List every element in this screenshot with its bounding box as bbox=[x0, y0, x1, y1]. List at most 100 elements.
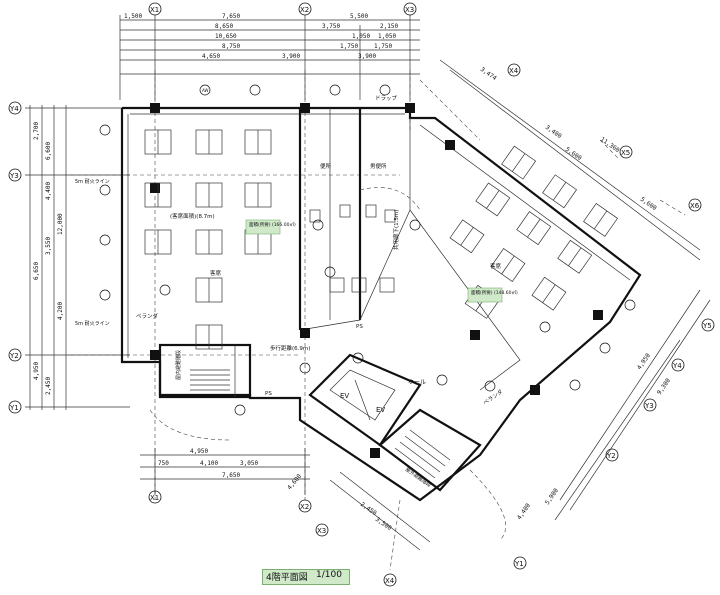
dim-bottom-3: 750 bbox=[158, 460, 169, 467]
axis-bubble-top-x3: X3 bbox=[403, 2, 417, 16]
dim-top-10: 8,750 bbox=[222, 43, 240, 50]
axis-bubble-right-y3: Y3 bbox=[643, 398, 657, 412]
label-right-seat: 客席 bbox=[490, 262, 502, 270]
svg-text:X1: X1 bbox=[150, 6, 159, 14]
svg-text:X4: X4 bbox=[385, 577, 395, 585]
stair-treads-left bbox=[190, 369, 230, 391]
structural-columns bbox=[150, 103, 603, 458]
dim-bottom-7: 2,450 bbox=[359, 501, 378, 517]
fire-markers bbox=[99, 84, 636, 416]
label-hall: ホール bbox=[408, 379, 426, 386]
dim-left-7: 4,200 bbox=[57, 302, 64, 320]
label-veranda-left: ベランダ bbox=[136, 312, 159, 320]
axis-bubble-right-y4: Y4 bbox=[671, 358, 685, 372]
right-dimension-lines bbox=[419, 59, 711, 521]
toilet-fixtures bbox=[309, 204, 396, 293]
dim-bottom-4: 4,100 bbox=[200, 460, 218, 467]
dim-top-2: 7,650 bbox=[222, 13, 240, 20]
axis-bubble-right-x4: X4 bbox=[507, 63, 521, 77]
dim-top-14: 3,900 bbox=[282, 53, 300, 60]
svg-text:X4: X4 bbox=[509, 67, 519, 75]
dim-right-2: 11,360 bbox=[599, 136, 621, 154]
label-ps2: PS bbox=[265, 391, 272, 397]
building-walls bbox=[120, 106, 642, 541]
label-walk-distance: 歩行距離(6.9m) bbox=[270, 344, 310, 352]
svg-text:Y2: Y2 bbox=[606, 452, 616, 460]
dim-top-5: 3,750 bbox=[322, 23, 340, 30]
label-corridor: 共用廊下(1.5m) bbox=[392, 210, 400, 250]
dim-left-2: 6,600 bbox=[45, 142, 52, 160]
dim-bottom-9: 4,400 bbox=[516, 502, 532, 521]
dim-bottom-10: 5,900 bbox=[544, 487, 560, 506]
svg-text:X1: X1 bbox=[150, 494, 159, 502]
label-wc1: 便所 bbox=[320, 162, 332, 170]
label-ev1: EV bbox=[340, 392, 349, 400]
dim-top-15: 3,900 bbox=[358, 53, 376, 60]
dim-top-3: 5,500 bbox=[350, 13, 368, 20]
svg-text:Y4: Y4 bbox=[672, 362, 682, 370]
svg-text:Y5: Y5 bbox=[702, 322, 712, 330]
label-dropline: ドラップ bbox=[375, 95, 398, 102]
dim-bottom-6: 4,600 bbox=[286, 473, 303, 492]
dim-right-4: 5,600 bbox=[564, 146, 583, 162]
dim-top-1: 1,500 bbox=[124, 13, 142, 20]
dim-bottom-1: 4,950 bbox=[190, 448, 208, 455]
dim-left-3: 4,400 bbox=[45, 182, 52, 200]
dim-top-9: 1,050 bbox=[378, 33, 396, 40]
axis-bubble-right-y1: Y1 bbox=[513, 556, 527, 570]
axis-bubble-right-y5: Y5 bbox=[701, 318, 715, 332]
drawing-title: 4階平面図 bbox=[266, 573, 308, 583]
dim-top-11: 1,750 bbox=[340, 43, 358, 50]
svg-text:X2: X2 bbox=[300, 6, 309, 14]
svg-text:X3: X3 bbox=[317, 527, 326, 535]
dim-top-8: 1,050 bbox=[352, 33, 370, 40]
dim-top-13: 4,650 bbox=[202, 53, 220, 60]
dim-top-7: 10,650 bbox=[215, 33, 237, 40]
svg-text:Y4: Y4 bbox=[9, 105, 19, 113]
svg-text:Y2: Y2 bbox=[9, 352, 19, 360]
dim-right-6: 4,950 bbox=[636, 352, 652, 371]
stair-treads-right bbox=[394, 429, 451, 479]
svg-text:Y3: Y3 bbox=[644, 402, 654, 410]
svg-text:Y1: Y1 bbox=[9, 404, 19, 412]
axis-bubble-bottom-x2: X2 bbox=[298, 499, 312, 513]
bottom-dimension-lines bbox=[140, 448, 431, 571]
dim-top-4: 8,650 bbox=[215, 23, 233, 30]
area-badge-left: 面積(所要) (166.00㎡) bbox=[245, 219, 296, 235]
dim-right-5: 5,600 bbox=[639, 196, 658, 212]
dim-top-6: 2,150 bbox=[380, 23, 398, 30]
label-left-hall: (客席面積)(8.7m) bbox=[170, 212, 215, 220]
axis-bubble-left-y3: Y3 bbox=[8, 168, 22, 182]
dim-left-8: 4,950 bbox=[33, 362, 40, 380]
area-badge-right: 面積(所要) (148.60㎡) bbox=[467, 287, 518, 303]
svg-text:X2: X2 bbox=[300, 503, 309, 511]
top-dimension-lines bbox=[119, 15, 420, 500]
drawing-scale: 1/100 bbox=[316, 570, 342, 580]
axis-bubble-bottom-x4: X4 bbox=[383, 573, 397, 587]
dim-right-7: 9,300 bbox=[656, 377, 672, 396]
label-left-seat: 客席 bbox=[210, 269, 222, 277]
axis-bubble-left-y1: Y1 bbox=[8, 400, 22, 414]
label-ev2: EV bbox=[376, 406, 385, 414]
label-stair-indoor: 屋内避難階段 bbox=[175, 350, 182, 380]
dim-left-1: 2,700 bbox=[33, 122, 40, 140]
fire-marker-label: AW bbox=[202, 88, 209, 93]
dim-right-1: 3,474 bbox=[479, 66, 498, 82]
dim-top-12: 1,750 bbox=[374, 43, 392, 50]
axis-bubble-top-x1: X1 bbox=[148, 2, 162, 16]
dim-left-4: 12,000 bbox=[57, 213, 64, 235]
svg-text:X3: X3 bbox=[405, 6, 414, 14]
axis-bubble-left-y4: Y4 bbox=[8, 101, 22, 115]
dim-left-6: 6,650 bbox=[33, 262, 40, 280]
axis-bubble-left-y2: Y2 bbox=[8, 348, 22, 362]
right-hall-tables bbox=[449, 145, 618, 319]
dim-bottom-5: 7,650 bbox=[222, 472, 240, 479]
left-hall-tables bbox=[144, 129, 272, 350]
svg-text:X5: X5 bbox=[621, 149, 630, 157]
axis-bubble-bottom-x3: X3 bbox=[315, 523, 329, 537]
dim-left-9: 2,450 bbox=[45, 377, 52, 395]
axis-bubble-bottom-x1: X1 bbox=[148, 490, 162, 504]
dim-bottom-2: 3,050 bbox=[240, 460, 258, 467]
axis-bubble-right-x6: X6 bbox=[688, 198, 702, 212]
